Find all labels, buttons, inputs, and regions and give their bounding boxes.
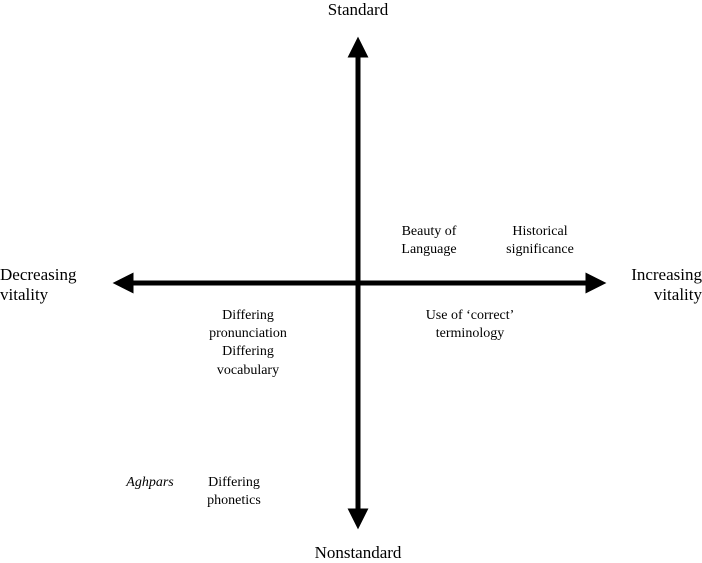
item-beauty-of-language: Beauty of Language	[401, 224, 457, 258]
axis-label-increasing-vitality: Increasing vitality	[631, 265, 702, 304]
item-correct-terminology: Use of ‘correct’ terminology	[425, 308, 515, 342]
axis-label-decreasing-vitality: Decreasing vitality	[0, 265, 77, 304]
item-differing-phonetics: Differing phonetics	[207, 475, 261, 509]
axis-label-standard: Standard	[327, 0, 389, 19]
item-differing-pronunciation-vocabulary: Differing pronunciation Differing vocabu…	[209, 308, 287, 378]
axis-label-nonstandard: Nonstandard	[314, 543, 402, 562]
item-historical-significance: Historical significance	[506, 224, 574, 258]
item-aghpars: Aghpars	[126, 475, 174, 490]
